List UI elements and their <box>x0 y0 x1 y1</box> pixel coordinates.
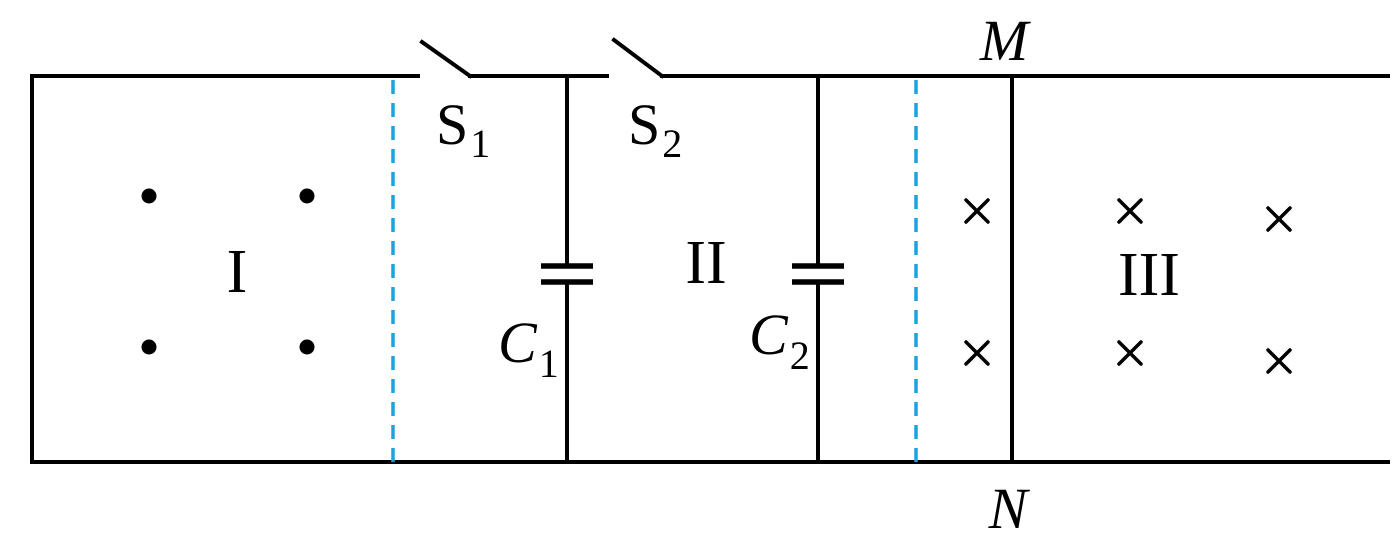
field-cross <box>964 198 990 224</box>
region-2-label: II <box>685 229 726 297</box>
switch-s1-blade <box>419 39 473 79</box>
field-dot <box>299 339 315 355</box>
switch-s2-blade <box>611 37 665 79</box>
field-crosses-region-3 <box>964 198 1292 374</box>
field-cross <box>964 340 990 366</box>
switch-s2-label: S2 <box>628 92 682 166</box>
rails <box>30 74 1390 464</box>
region-3-label: III <box>1118 241 1180 309</box>
field-dot <box>141 188 157 204</box>
region-1-label: I <box>227 238 248 306</box>
rod-top-label: M <box>979 8 1031 73</box>
capacitor-c2-label: C2 <box>749 302 810 378</box>
field-dot <box>141 339 157 355</box>
field-cross <box>1117 340 1143 366</box>
field-cross <box>1266 206 1292 232</box>
rod-bottom-label: N <box>988 476 1031 541</box>
capacitor-c2 <box>792 74 844 464</box>
field-dot <box>299 188 315 204</box>
switch-s1-label: S1 <box>436 92 490 166</box>
capacitor-c1 <box>541 74 593 464</box>
field-dots-region-1 <box>141 188 315 355</box>
field-cross <box>1266 348 1292 374</box>
field-cross <box>1117 198 1143 224</box>
capacitor-c1-label: C1 <box>498 310 559 386</box>
